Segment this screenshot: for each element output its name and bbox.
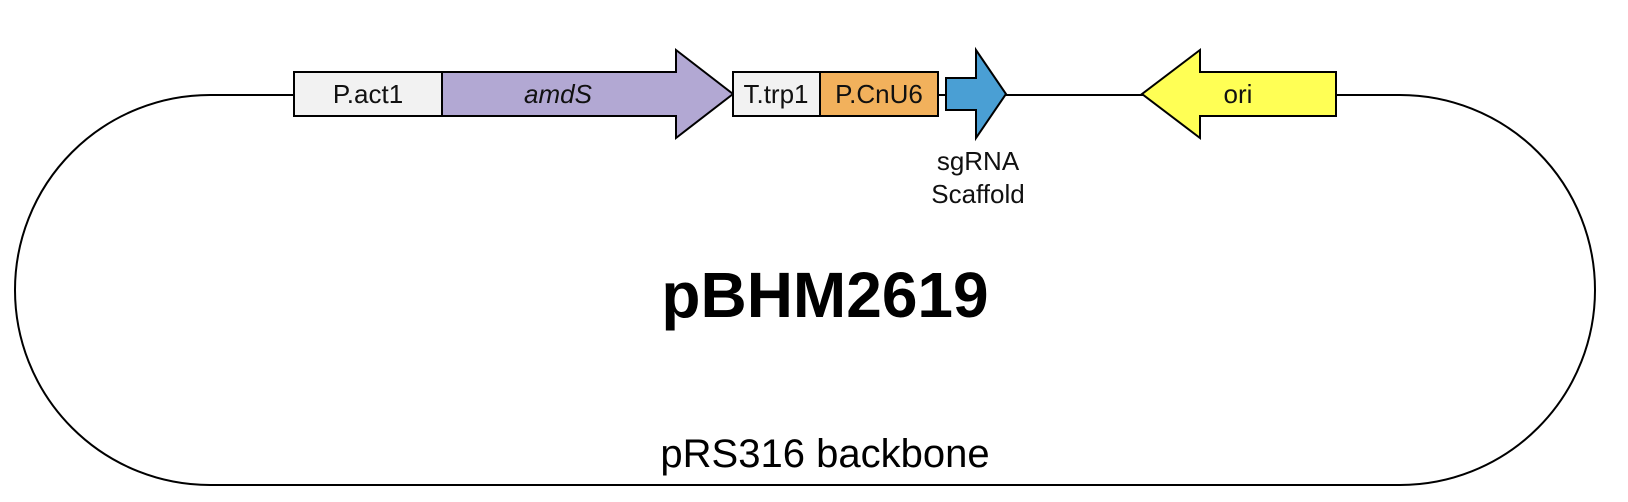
feature-t-trp1-label: T.trp1 <box>743 79 808 109</box>
feature-t-trp1[interactable]: T.trp1 <box>732 71 821 117</box>
feature-p-cnu6-label: P.CnU6 <box>835 79 923 109</box>
feature-sgrna-label-line1: sgRNA <box>937 146 1020 176</box>
feature-amds-label: amdS <box>524 79 593 109</box>
feature-p-cnu6[interactable]: P.CnU6 <box>819 71 939 117</box>
backbone-label: pRS316 backbone <box>660 432 989 476</box>
feature-amds[interactable]: amdS <box>441 47 735 141</box>
feature-sgrna-scaffold[interactable]: sgRNA Scaffold <box>931 46 1025 209</box>
feature-p-act1-label: P.act1 <box>333 79 403 109</box>
plasmid-name: pBHM2619 <box>661 259 988 331</box>
feature-sgrna-label-line2: Scaffold <box>931 179 1024 209</box>
feature-ori-label: ori <box>1224 79 1253 109</box>
feature-p-act1[interactable]: P.act1 <box>293 71 443 117</box>
feature-ori[interactable]: ori <box>1140 47 1337 141</box>
plasmid-outline <box>14 94 1596 486</box>
